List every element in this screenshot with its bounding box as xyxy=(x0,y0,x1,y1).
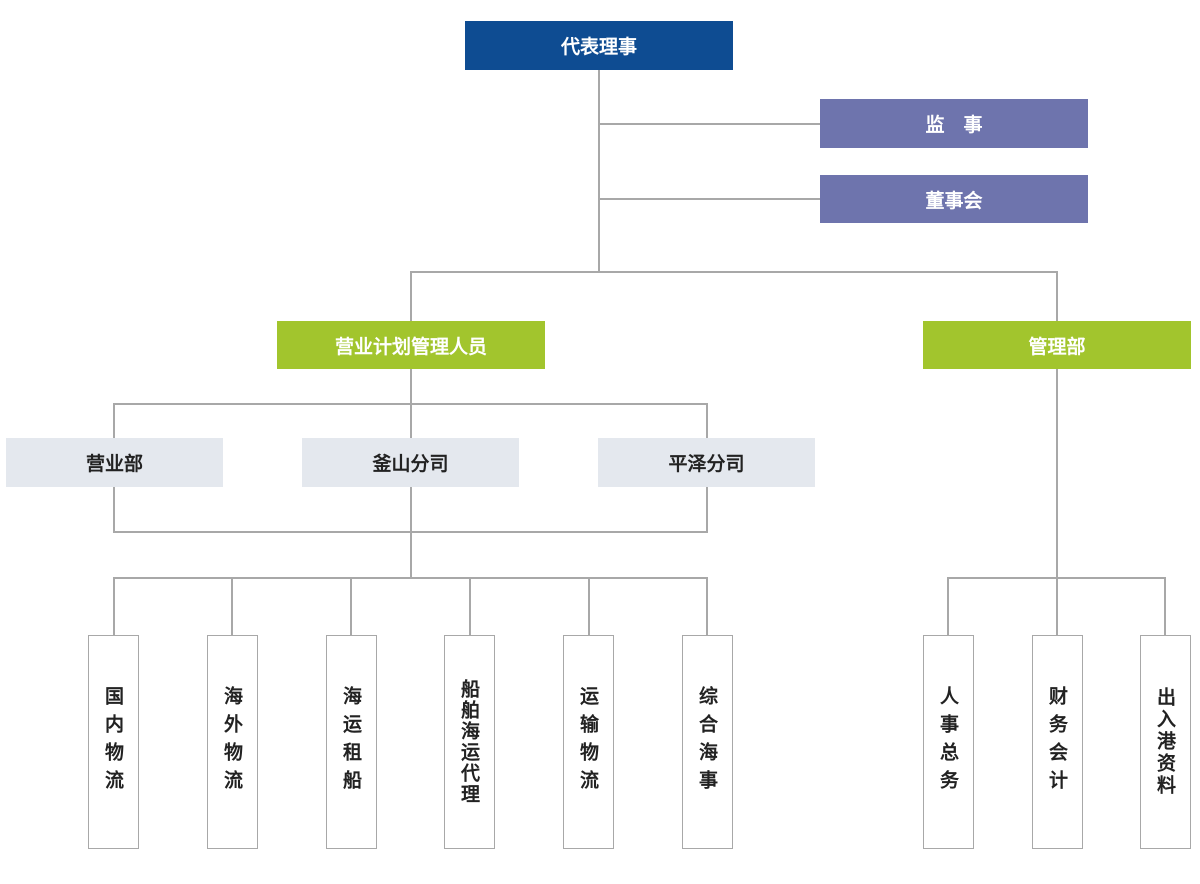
connector-branches-bottom xyxy=(113,531,708,533)
unit-shipping-charter: 海运租船 xyxy=(326,635,377,849)
connector-management-down xyxy=(1056,369,1058,579)
connector-mgmt-unit-2 xyxy=(1056,577,1058,635)
connector-business-drop xyxy=(410,271,412,321)
unit-hr-general-affairs: 人事总务 xyxy=(923,635,974,849)
board-node: 董事会 xyxy=(820,175,1088,223)
connector-board xyxy=(598,198,820,200)
connector-pyeongtaek-return xyxy=(706,487,708,532)
connector-management-drop xyxy=(1056,271,1058,321)
head-node: 代表理事 xyxy=(465,21,733,70)
branch-sales-node: 营业部 xyxy=(6,438,223,487)
connector-unit-5 xyxy=(588,577,590,635)
connector-supervisor xyxy=(598,123,820,125)
business-division-node: 营业计划管理人员 xyxy=(277,321,545,369)
unit-ship-agency: 船舶海运代理 xyxy=(444,635,495,849)
unit-finance-accounting: 财务会计 xyxy=(1032,635,1083,849)
connector-branches-horizontal xyxy=(113,403,708,405)
connector-unit-2 xyxy=(231,577,233,635)
connector-unit-4 xyxy=(469,577,471,635)
connector-unit-6 xyxy=(706,577,708,635)
connector-sales-return xyxy=(113,487,115,532)
connector-mgmt-unit-1 xyxy=(947,577,949,635)
unit-port-records: 出入港资料 xyxy=(1140,635,1191,849)
connector-mgmt-unit-3 xyxy=(1164,577,1166,635)
connector-unit-3 xyxy=(350,577,352,635)
connector-unit-1 xyxy=(113,577,115,635)
unit-overseas-logistics: 海外物流 xyxy=(207,635,258,849)
connector-pyeongtaek-drop xyxy=(706,403,708,438)
connector-sales-drop xyxy=(113,403,115,438)
management-division-node: 管理部 xyxy=(923,321,1191,369)
supervisor-node: 监 事 xyxy=(820,99,1088,148)
branch-pyeongtaek-node: 平泽分司 xyxy=(598,438,815,487)
unit-general-maritime: 综合海事 xyxy=(682,635,733,849)
connector-units-horizontal xyxy=(113,577,708,579)
connector-divisions-horizontal xyxy=(410,271,1058,273)
branch-busan-node: 釜山分司 xyxy=(302,438,519,487)
connector-head-trunk xyxy=(598,70,600,272)
unit-transport-logistics: 运输物流 xyxy=(563,635,614,849)
unit-domestic-logistics: 国内物流 xyxy=(88,635,139,849)
